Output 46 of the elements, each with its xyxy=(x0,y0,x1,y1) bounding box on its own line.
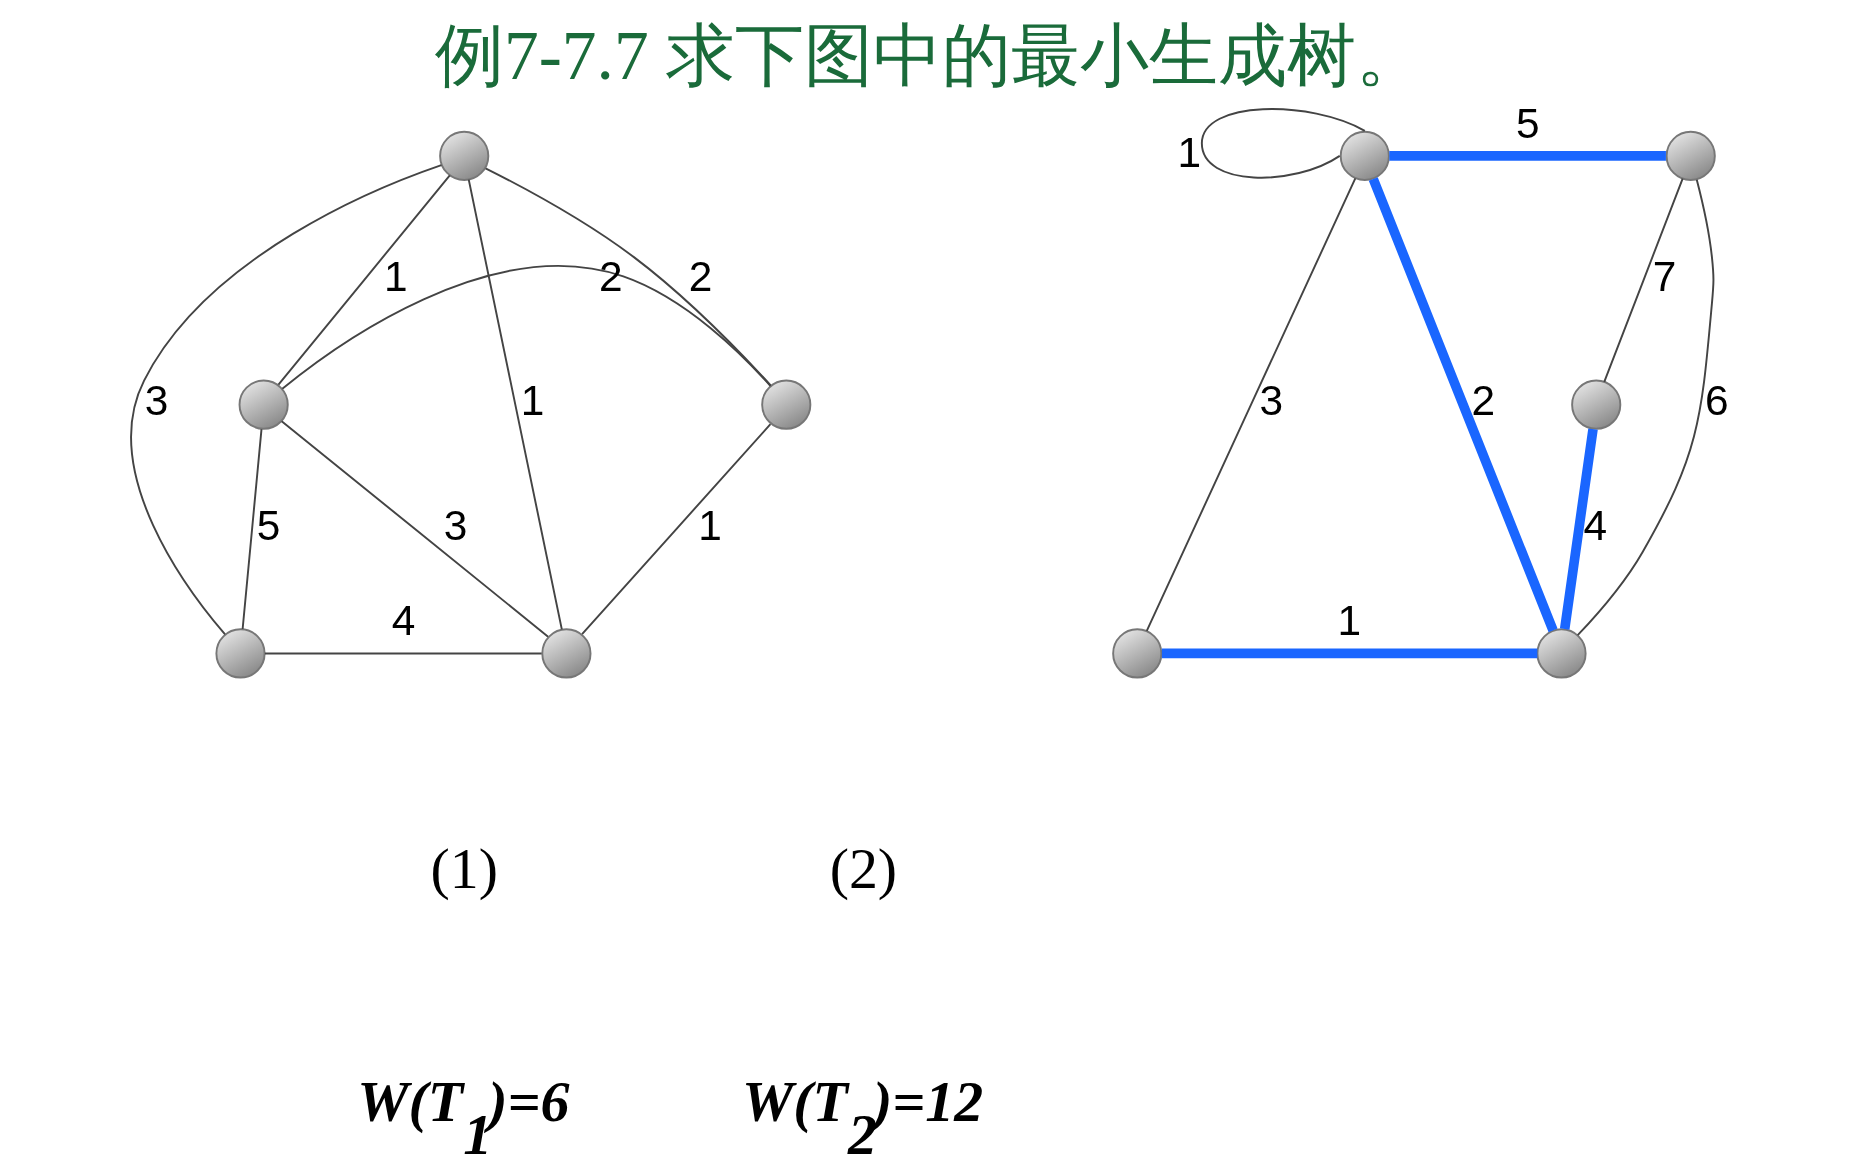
connector xyxy=(484,167,771,387)
node-circle xyxy=(1111,628,1162,679)
node-circle xyxy=(1535,628,1587,679)
edge-label: 5 xyxy=(1515,99,1540,147)
label: (1) xyxy=(429,835,498,901)
connector xyxy=(1368,177,1558,633)
connector xyxy=(1161,648,1537,659)
edge-label: 1 xyxy=(697,501,722,549)
edge-label: 3 xyxy=(443,501,467,549)
connector xyxy=(129,164,442,636)
diagram-title: 例7-7.7 求下图中的最小生成树。 xyxy=(434,17,1425,95)
edge-label: 4 xyxy=(1582,501,1607,549)
connector xyxy=(263,652,543,655)
connector xyxy=(1388,151,1666,161)
node-circle xyxy=(760,379,811,430)
connector xyxy=(1145,177,1356,632)
node-circle xyxy=(238,379,289,430)
connector xyxy=(1559,428,1598,630)
connector xyxy=(280,265,772,390)
connector xyxy=(241,428,262,630)
edge-label: 1 xyxy=(1177,128,1201,176)
edge-label: 3 xyxy=(144,377,168,425)
node-circle xyxy=(214,628,266,679)
edge-label: 6 xyxy=(1704,377,1729,425)
edge-label: 2 xyxy=(688,253,712,301)
edge-label: 1 xyxy=(520,377,544,425)
node-circle xyxy=(540,628,591,679)
label: (2) xyxy=(829,835,897,901)
edge-label: 7 xyxy=(1652,253,1676,301)
node-circle xyxy=(438,130,489,181)
node-circle xyxy=(1339,130,1390,181)
node-circle xyxy=(1665,130,1716,181)
connector xyxy=(580,423,771,636)
edge-label: 4 xyxy=(391,597,415,645)
connector xyxy=(1200,108,1366,179)
edge-label: 5 xyxy=(256,501,280,549)
connector xyxy=(467,178,563,631)
edge-label: 3 xyxy=(1258,377,1283,425)
connector xyxy=(1576,178,1714,637)
edge-label: 1 xyxy=(383,253,408,301)
node-circle xyxy=(1570,379,1621,430)
connector xyxy=(277,174,451,386)
connector xyxy=(280,420,549,638)
edge-label: 1 xyxy=(1337,597,1361,645)
connector xyxy=(1602,177,1684,383)
edge-label: 2 xyxy=(1471,377,1495,425)
